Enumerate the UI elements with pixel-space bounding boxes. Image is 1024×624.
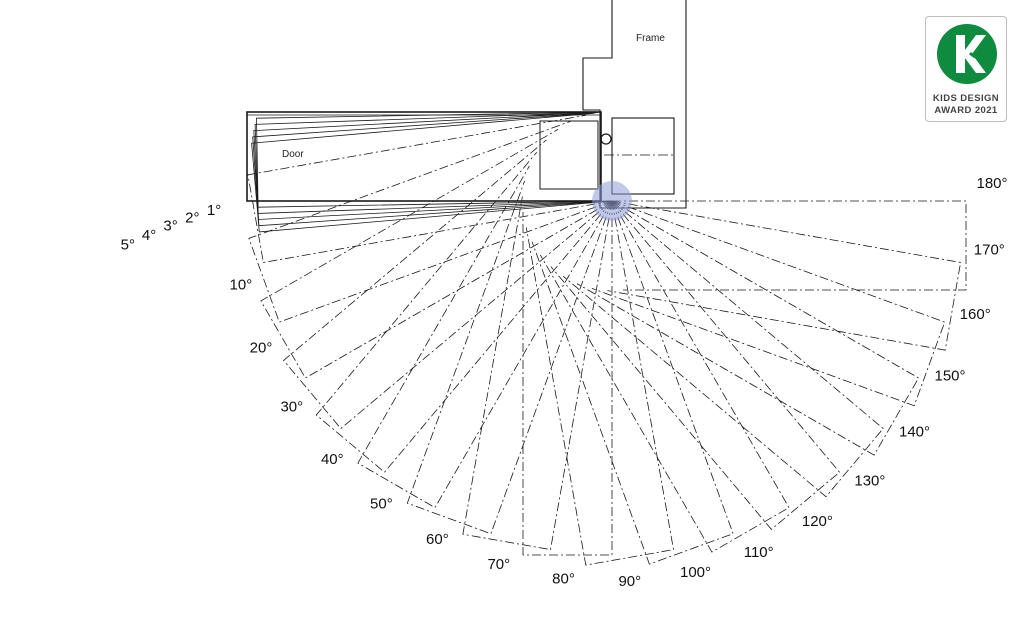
- door-position-90: [522, 201, 613, 556]
- door-position-20: [248, 120, 613, 323]
- pivot-point: [592, 181, 632, 221]
- angle-label-110: 110°: [744, 544, 774, 561]
- angle-label-160: 160°: [960, 306, 991, 323]
- door-position-60: [357, 165, 613, 509]
- angle-label-5: 5°: [121, 237, 135, 254]
- frame: [582, 0, 687, 209]
- door-position-150: [576, 200, 920, 456]
- door-label: Door: [282, 149, 304, 160]
- door-position-1: [256, 111, 613, 208]
- door-hinge-pin: [600, 133, 612, 145]
- door-position-80: [462, 196, 613, 551]
- angle-label-2: 2°: [185, 209, 199, 226]
- angle-label-3: 3°: [163, 218, 177, 235]
- door-position-70: [406, 180, 613, 535]
- door-position-120: [540, 200, 790, 553]
- door-position-130: [550, 200, 841, 530]
- door-position-40: [283, 139, 613, 430]
- door-position-110: [531, 200, 734, 565]
- angle-label-40: 40°: [321, 451, 344, 468]
- door-position-170: [607, 200, 962, 351]
- door-closed-outline: [246, 111, 602, 202]
- angle-labels: 1° 2° 3° 4° 5° 10° 20° 30° 40° 50° 60° 70° 80° 90° 100…: [121, 175, 1008, 590]
- angle-label-120: 120°: [802, 513, 833, 530]
- angle-label-100: 100°: [680, 564, 711, 581]
- award-title: KIDS DESIGN: [932, 93, 1000, 104]
- angle-label-80: 80°: [552, 570, 575, 587]
- door-position-30: [260, 129, 613, 379]
- door-position-4: [252, 112, 613, 227]
- angle-label-130: 130°: [854, 473, 885, 490]
- door-position-2: [254, 112, 613, 214]
- frame-outline: [582, 0, 687, 209]
- award-year: AWARD 2021: [934, 105, 998, 116]
- angle-label-170: 170°: [974, 242, 1005, 259]
- door-position-180: [612, 200, 967, 291]
- angle-label-30: 30°: [280, 398, 303, 415]
- angle-label-90: 90°: [618, 573, 641, 590]
- angle-label-150: 150°: [934, 368, 965, 385]
- frame-label: Frame: [636, 33, 665, 44]
- angle-label-1: 1°: [207, 202, 221, 219]
- angle-label-20: 20°: [250, 340, 273, 357]
- door-hinge-cutout: [539, 120, 599, 190]
- angle-label-140: 140°: [899, 424, 930, 441]
- angle-label-180: 180°: [976, 175, 1007, 192]
- angle-label-4: 4°: [142, 227, 156, 244]
- award-badge: KIDS DESIGN AWARD 2021: [925, 16, 1007, 122]
- frame-hinge-block: [611, 117, 675, 195]
- angle-label-70: 70°: [487, 556, 510, 573]
- door-position-50: [315, 151, 613, 473]
- door-position-3: [253, 112, 613, 220]
- award-logo-icon: [937, 24, 997, 84]
- door-position-100: [525, 200, 674, 566]
- door-position-5: [251, 112, 613, 233]
- door-position-140: [562, 200, 884, 498]
- door-position-10: [247, 114, 613, 263]
- door-position-160: [591, 200, 946, 407]
- swing-positions: [247, 111, 967, 566]
- angle-label-60: 60°: [426, 531, 449, 548]
- angle-label-50: 50°: [370, 496, 393, 513]
- angle-label-10: 10°: [230, 277, 253, 294]
